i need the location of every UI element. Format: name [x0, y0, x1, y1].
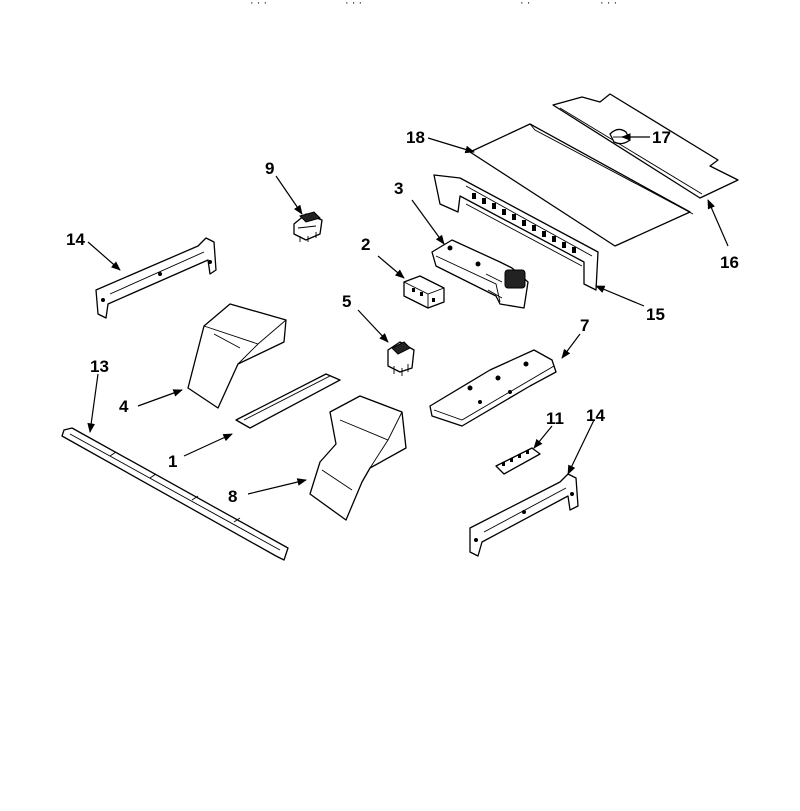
part-11-terminal-strip[interactable]	[495, 447, 541, 475]
leader-7	[561, 333, 581, 359]
part-18-shield-panel[interactable]	[469, 123, 694, 247]
part-1-filter-strip[interactable]	[235, 373, 341, 429]
callout-18: 18	[406, 128, 425, 147]
header-fragment-3: · ·	[520, 0, 530, 9]
part-2-terminal-block[interactable]	[403, 275, 445, 309]
callout-15: 15	[646, 305, 665, 324]
part-16-top-panel[interactable]	[552, 93, 739, 199]
leader-3	[411, 199, 445, 245]
part-8-blower-housing[interactable]	[309, 395, 407, 521]
leader-14-left	[87, 241, 121, 271]
part-5-switch[interactable]	[387, 341, 415, 376]
callout-9: 9	[265, 159, 274, 178]
leader-11	[533, 425, 553, 449]
header-fragment-1: · · ·	[250, 0, 267, 9]
leader-2	[377, 255, 405, 279]
leader-lines	[87, 133, 729, 495]
callout-17: 17	[652, 128, 671, 147]
callout-8: 8	[228, 487, 237, 506]
part-7-mounting-plate[interactable]	[429, 349, 557, 427]
callout-7: 7	[580, 316, 589, 335]
callout-2: 2	[361, 235, 370, 254]
callout-4: 4	[119, 397, 129, 416]
part-14-left-bracket[interactable]	[95, 237, 217, 319]
part-4-duct[interactable]	[187, 303, 287, 409]
part-3-latch-assembly[interactable]	[431, 239, 529, 309]
callout-1: 1	[168, 452, 177, 471]
header-fragment-4: · · ·	[600, 0, 617, 9]
callout-16: 16	[720, 253, 739, 272]
leader-16	[707, 199, 729, 247]
leader-18	[427, 137, 475, 154]
leader-5	[357, 309, 389, 343]
callout-3: 3	[394, 179, 403, 198]
callout-14-left: 14	[66, 230, 85, 249]
part-13-front-rail[interactable]	[61, 427, 289, 561]
callout-labels: 1 2 3 4 5 7 8 9 11 13 14 14 15 16 17 18	[66, 128, 739, 506]
leader-1	[183, 433, 233, 457]
leader-9	[275, 175, 303, 215]
part-9-connector[interactable]	[293, 211, 323, 242]
callout-5: 5	[342, 292, 351, 311]
leader-13	[87, 373, 99, 433]
vent-slots	[472, 193, 576, 253]
callout-14-right: 14	[586, 406, 605, 425]
cropped-header: · · · · · · · · · · ·	[250, 0, 617, 9]
part-14-right-bracket[interactable]	[469, 473, 579, 557]
leader-8	[247, 478, 307, 495]
leader-4	[137, 389, 183, 407]
leader-15	[595, 285, 645, 307]
part-15-vent-bracket[interactable]	[433, 174, 599, 291]
callout-11: 11	[546, 409, 564, 428]
header-fragment-2: · · ·	[345, 0, 362, 9]
leader-14-right	[567, 419, 595, 475]
callout-13: 13	[90, 357, 109, 376]
